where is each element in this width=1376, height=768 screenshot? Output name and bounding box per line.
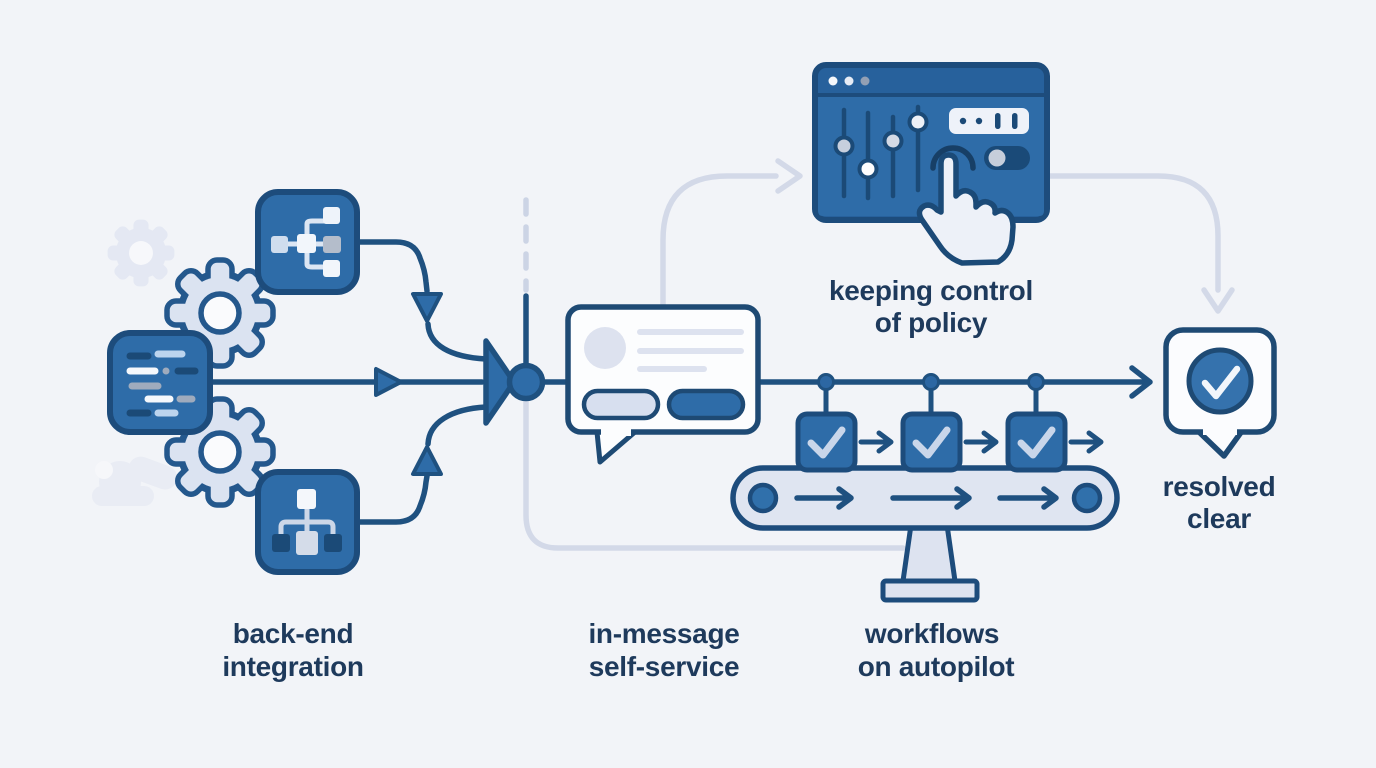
checkbox-icon [900, 411, 963, 473]
connector-bottom-icon-to-funnel [354, 473, 430, 525]
code-block-icon [107, 330, 213, 435]
toggle-icon [984, 146, 1030, 170]
text-line-placeholder [637, 348, 744, 354]
settings-panel-icon [812, 62, 1050, 223]
stage-label-backend-line2: integration [222, 651, 363, 682]
arrowhead-mid-icon [374, 367, 403, 397]
slider-knob-icon [857, 158, 879, 180]
belt-arrow-icon [997, 486, 1059, 510]
checkmark-icon [1201, 365, 1241, 400]
faded-gear-icon [107, 219, 175, 287]
stage-label-workflows-line1: workflows [864, 618, 999, 649]
path-panel-to-resolved [1044, 173, 1221, 293]
stage-label-selfservice-line2: self-service [589, 651, 740, 682]
flowchart-icon [255, 189, 360, 295]
arrowhead-into-resolved-icon [1201, 287, 1235, 314]
slider-knob-icon [833, 135, 855, 157]
merge-node-icon [506, 362, 546, 402]
belt-roller-icon [1071, 482, 1103, 514]
segmented-display-icon [949, 108, 1029, 134]
action-pill-primary-icon [666, 388, 746, 421]
belt-arrow-icon [794, 486, 854, 510]
connector-top-icon-to-funnel [354, 239, 430, 294]
stage-label-policy-line2: of policy [875, 307, 988, 338]
text-line-placeholder [637, 366, 707, 372]
line-node-icon [922, 373, 940, 391]
line-node-icon [817, 373, 835, 391]
hand-icon [916, 152, 1016, 266]
text-line-placeholder [637, 329, 744, 335]
faded-gear-fragment-icon [92, 456, 178, 506]
window-dot-icon [844, 76, 854, 86]
window-dot-icon [828, 76, 838, 86]
arrowhead-into-badge-icon [1129, 365, 1153, 399]
avatar-icon [584, 327, 626, 369]
line-node-icon [1027, 373, 1045, 391]
belt-roller-icon [747, 482, 779, 514]
check-circle-icon [1186, 347, 1254, 415]
arrow-right-icon [963, 430, 999, 454]
hierarchy-icon [255, 469, 360, 575]
connector-bottom-continuation [425, 404, 489, 447]
arrow-right-icon [858, 430, 894, 454]
tap-ripple-icon [930, 145, 976, 171]
pedestal [880, 522, 980, 603]
check-badge-bubble-icon [1163, 327, 1277, 459]
stage-label-workflows-line2: on autopilot [858, 651, 1015, 682]
action-pill-secondary-icon [581, 388, 661, 421]
checkbox-icon [1005, 411, 1068, 473]
arrowhead-into-panel-icon [775, 158, 803, 194]
conveyor-belt-icon [730, 465, 1120, 531]
arrowhead-up-icon [411, 445, 443, 476]
stage-label-resolved-line2: clear [1187, 503, 1251, 534]
chat-bubble-tail [594, 429, 638, 465]
funnel-triangle-icon [483, 338, 517, 426]
stage-label-selfservice-line1: in-message [588, 618, 739, 649]
window-dot-icon [860, 76, 870, 86]
slider-knob-icon [907, 111, 929, 133]
arrowhead-down-icon [411, 292, 443, 323]
stage-label-backend-line1: back-end [233, 618, 354, 649]
chat-bubble-icon [565, 304, 761, 465]
connector-top-continuation [425, 321, 489, 362]
slider-knob-icon [882, 130, 904, 152]
arrow-right-icon [1068, 430, 1104, 454]
stage-label-policy-line1: keeping control [829, 275, 1033, 306]
path-funnel-to-conveyor [523, 395, 906, 551]
belt-arrow-icon [890, 486, 972, 510]
checkbox-icon [795, 411, 858, 473]
path-bubble-to-panel [660, 173, 779, 310]
stage-label-resolved-line1: resolved [1163, 471, 1276, 502]
